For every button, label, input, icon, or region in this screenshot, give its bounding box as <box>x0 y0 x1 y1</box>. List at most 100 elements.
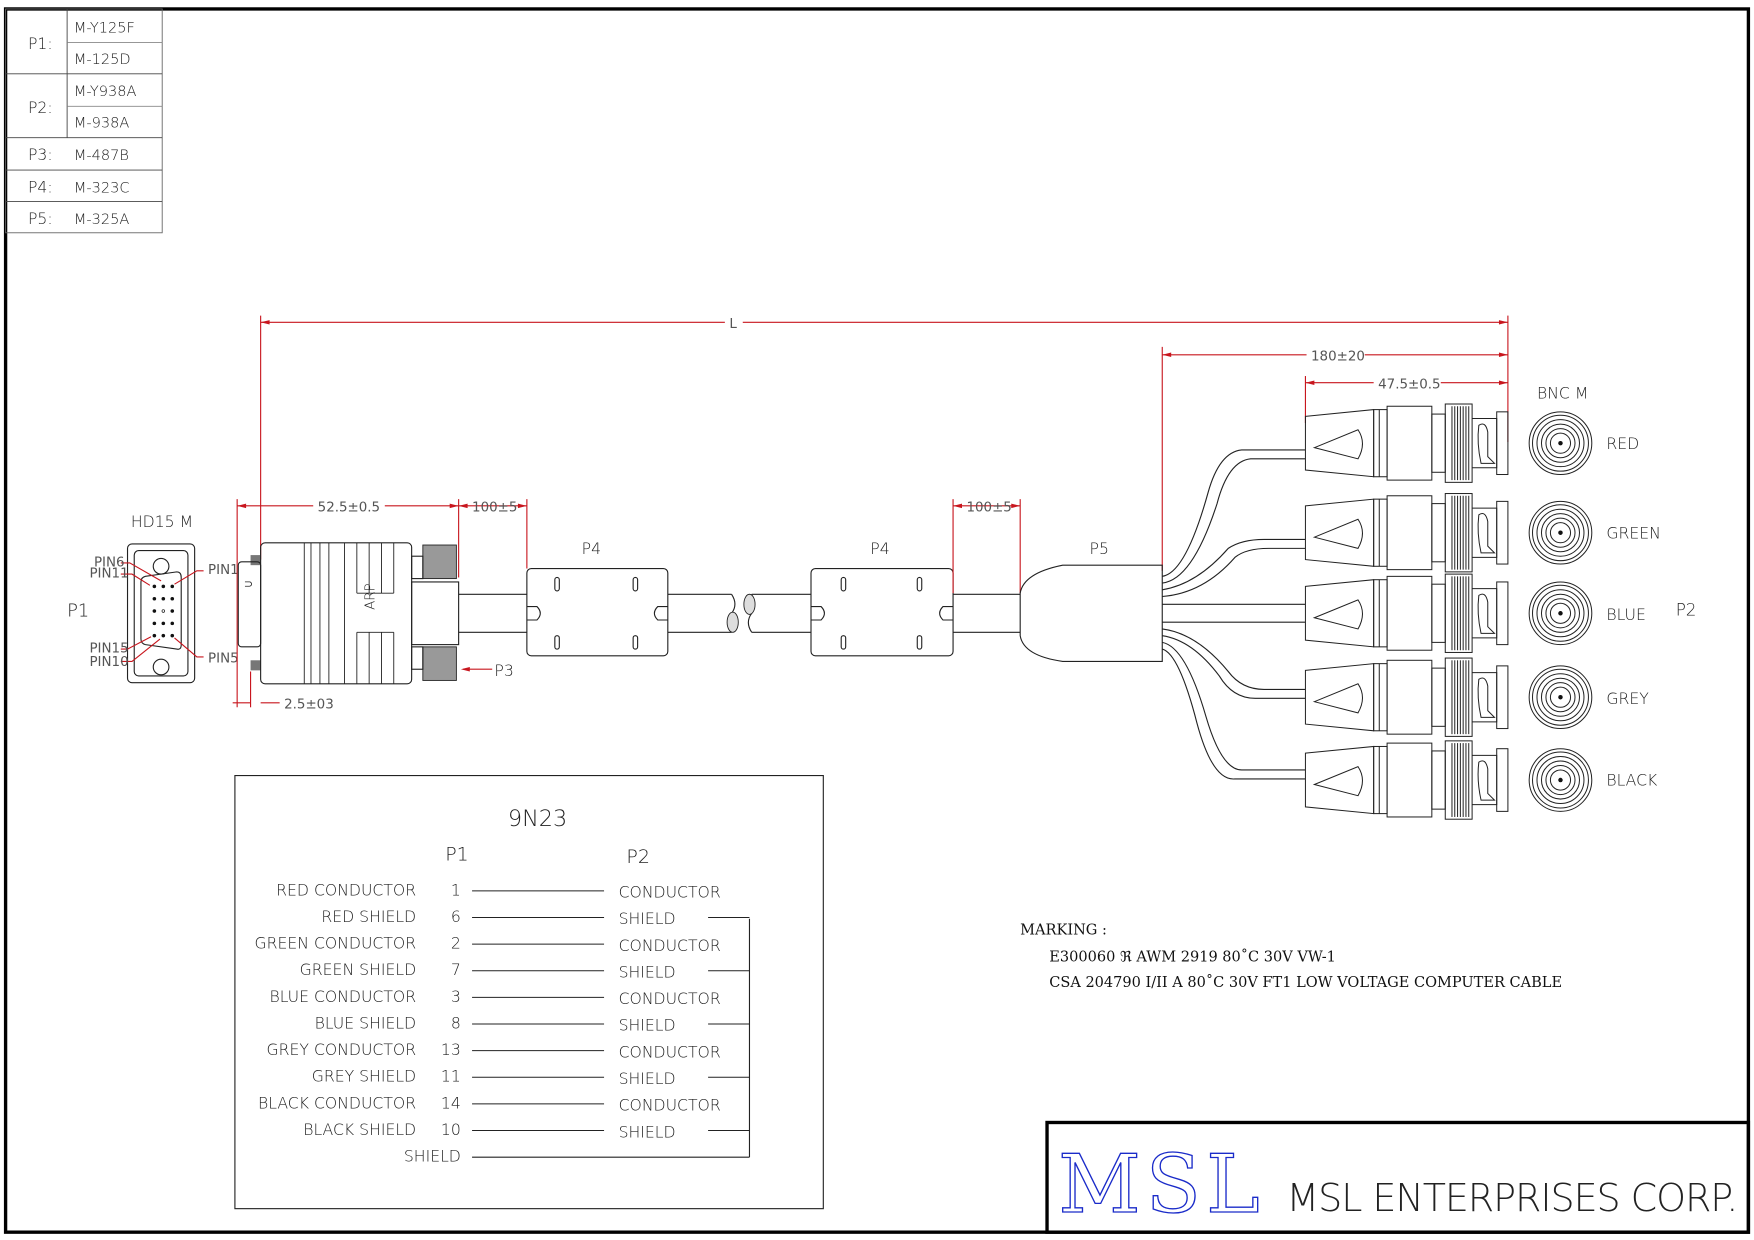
signal-name: RED CONDUCTOR <box>276 880 416 899</box>
signal-name: GREEN SHIELD <box>300 960 416 979</box>
signal-name: RED SHIELD <box>321 907 416 926</box>
dimension-overall-length: L <box>260 313 1509 560</box>
p5-label: P5 <box>1090 539 1109 558</box>
p2-contact: SHIELD <box>619 1069 676 1088</box>
title-block: MSL MSL ENTERPRISES CORP. <box>1045 1120 1751 1234</box>
overall-shield-label: SHIELD <box>404 1147 461 1166</box>
parts-label-p2: P2: <box>28 98 53 117</box>
dimension-label: L <box>729 317 737 332</box>
pin-number: 6 <box>451 907 461 926</box>
p1-label: P1 <box>67 601 89 622</box>
pin-number: 8 <box>451 1013 461 1032</box>
sheet-border <box>3 7 1751 1234</box>
marking-title: MARKING : <box>1020 922 1107 938</box>
pin-number: 2 <box>451 934 461 953</box>
bnc-face-view <box>1528 411 1593 476</box>
breakout-p5: P5 <box>1019 449 1306 780</box>
parts-value: M-Y125F <box>74 20 135 36</box>
wiring-row: RED CONDUCTOR 1 CONDUCTOR <box>276 880 721 901</box>
bnc-color-label: GREEN <box>1606 523 1661 542</box>
svg-text:⊃: ⊃ <box>244 578 253 591</box>
pin-number: 11 <box>441 1067 461 1086</box>
wiring-row: BLACK SHIELD 10 SHIELD <box>303 1120 750 1141</box>
bnc-color-label: BLACK <box>1606 771 1658 790</box>
p2-contact: SHIELD <box>619 962 676 981</box>
parts-value: M-325A <box>74 212 130 228</box>
p2-contact: SHIELD <box>619 1122 676 1141</box>
bnc-plug <box>1304 573 1509 653</box>
parts-value: M-125D <box>74 52 131 68</box>
parts-value: M-Y938A <box>74 84 137 100</box>
p3-label: P3 <box>494 661 513 680</box>
wiring-row: BLUE CONDUCTOR 3 CONDUCTOR <box>269 987 720 1008</box>
pin-number: 3 <box>451 987 461 1006</box>
bnc-plugs <box>1304 403 1593 820</box>
p2-contact: SHIELD <box>619 1016 676 1035</box>
hd15-title: HD15 M <box>131 512 193 531</box>
column-p1: P1 <box>445 844 469 866</box>
vga-plug-side-view: 52.5±0.5 ⊃ ARP 2.5±03 P3 <box>232 496 514 712</box>
marking-line: CSA 204790 I/II A 80˚C 30V FT1 LOW VOLTA… <box>1049 974 1562 991</box>
bnc-face-view <box>1528 748 1593 812</box>
cable-code: 9N23 <box>508 806 567 832</box>
parts-value: M-323C <box>74 180 130 196</box>
pin-label: PIN1 <box>208 563 239 578</box>
parts-label-p5: P5: <box>28 209 53 228</box>
bnc-plug <box>1304 740 1509 820</box>
bnc-color-label: RED <box>1606 434 1639 453</box>
parts-value: M-487B <box>74 148 129 164</box>
company-logo: MSL <box>1058 1137 1259 1231</box>
dimension-bnc-length: 47.5±0.5 <box>1304 373 1508 424</box>
pin-number: 10 <box>441 1120 461 1139</box>
pin-label: PIN10 <box>89 655 128 670</box>
ferrite-core-left: 100±5 P4 <box>458 499 669 657</box>
bnc-face-view <box>1528 665 1593 730</box>
bnc-plug <box>1304 657 1509 737</box>
p2-label: P2 <box>1676 600 1697 620</box>
parts-label-p3: P3: <box>28 145 53 164</box>
wiring-row: GREY SHIELD 11 SHIELD <box>312 1067 750 1088</box>
p4-label: P4 <box>870 539 889 558</box>
dimension-label: 100±5 <box>966 500 1011 515</box>
bnc-plug <box>1304 493 1509 573</box>
bnc-face-view <box>1528 500 1593 565</box>
column-p2: P2 <box>626 846 650 868</box>
signal-name: BLUE CONDUCTOR <box>269 987 416 1006</box>
company-name: MSL ENTERPRISES CORP. <box>1286 1176 1738 1220</box>
pin-number: 14 <box>441 1093 461 1112</box>
signal-name: BLACK SHIELD <box>303 1120 416 1139</box>
pin-number: 13 <box>441 1040 461 1059</box>
dimension-label: 52.5±0.5 <box>318 500 380 515</box>
pin-label: PIN11 <box>89 566 128 581</box>
cable <box>458 593 1021 633</box>
bnc-title: BNC M <box>1537 383 1588 402</box>
dimension-breakout: 180±20 <box>1161 345 1508 571</box>
cable-marking: MARKING : E300060 ℜ AWM 2919 80˚C 30V VW… <box>1020 922 1562 991</box>
parts-table: P1: M-Y125F M-125D P2: M-Y938A M-938A P3… <box>5 8 163 234</box>
pin-label: PIN6 <box>94 555 125 570</box>
p2-contact: CONDUCTOR <box>619 1042 721 1061</box>
parts-value: M-938A <box>74 116 130 132</box>
p2-contact: SHIELD <box>619 909 676 928</box>
pin-number: 1 <box>451 880 461 899</box>
dimension-label: 100±5 <box>472 500 517 515</box>
ferrite-core-right: P4 100±5 <box>810 499 1021 657</box>
dimension-label: 180±20 <box>1311 349 1365 364</box>
arp-marking: ARP <box>364 583 379 610</box>
signal-name: BLUE SHIELD <box>315 1013 417 1032</box>
p2-contact: CONDUCTOR <box>619 883 721 902</box>
marking-line: E300060 ℜ AWM 2919 80˚C 30V VW-1 <box>1049 948 1336 965</box>
p2-contact: CONDUCTOR <box>619 989 721 1008</box>
hd15-face-view: HD15 M P1 PIN6 PIN11 PIN1 PIN15 PIN10 PI… <box>67 512 239 684</box>
bnc-color-label: BLUE <box>1606 605 1646 624</box>
wiring-row: RED SHIELD 6 SHIELD <box>321 907 750 928</box>
dimension-label: 47.5±0.5 <box>1378 377 1440 392</box>
signal-name: GREEN CONDUCTOR <box>254 934 416 953</box>
signal-name: GREY SHIELD <box>312 1067 416 1086</box>
parts-label-p4: P4: <box>28 177 53 196</box>
